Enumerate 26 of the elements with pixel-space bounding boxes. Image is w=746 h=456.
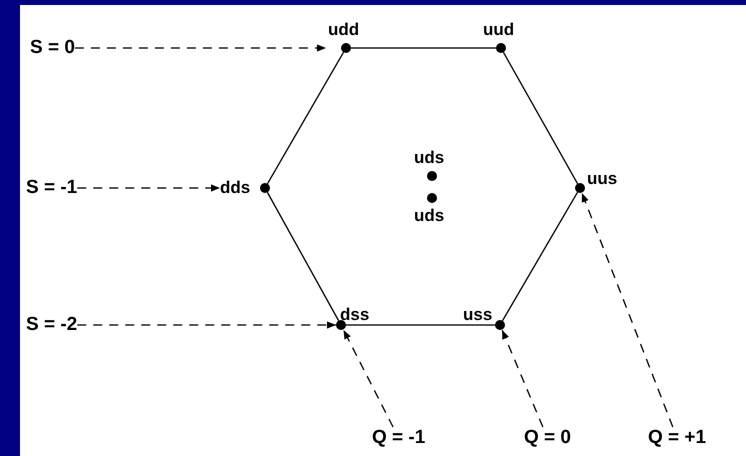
quantum-number-label: S = 0 (30, 37, 75, 59)
arrow (77, 184, 220, 192)
connector-line (346, 324, 495, 326)
quark-label: uds (414, 206, 444, 226)
connector-line (502, 52, 578, 184)
quark-label: uud (483, 20, 514, 40)
arrow (77, 321, 336, 329)
quark-label: udd (328, 20, 360, 40)
arrow (581, 192, 674, 428)
arrow (74, 44, 326, 52)
connector-line (266, 52, 344, 184)
connector-line (351, 47, 496, 49)
quark-label: uds (414, 148, 444, 168)
quantum-number-label: Q = +1 (648, 427, 706, 449)
quark-label: uus (587, 169, 618, 189)
quark-label: dds (220, 178, 250, 198)
connector-line (502, 192, 578, 321)
arrow (502, 330, 544, 428)
quantum-number-label: Q = 0 (524, 427, 571, 449)
quantum-number-label: Q = -1 (372, 427, 426, 449)
quark-label: dss (340, 305, 370, 325)
quantum-number-label: S = -2 (26, 314, 78, 336)
arrow (342, 330, 394, 428)
quantum-number-label: S = -1 (26, 177, 78, 199)
quark-label: uss (463, 305, 492, 325)
connector-line (266, 192, 340, 321)
